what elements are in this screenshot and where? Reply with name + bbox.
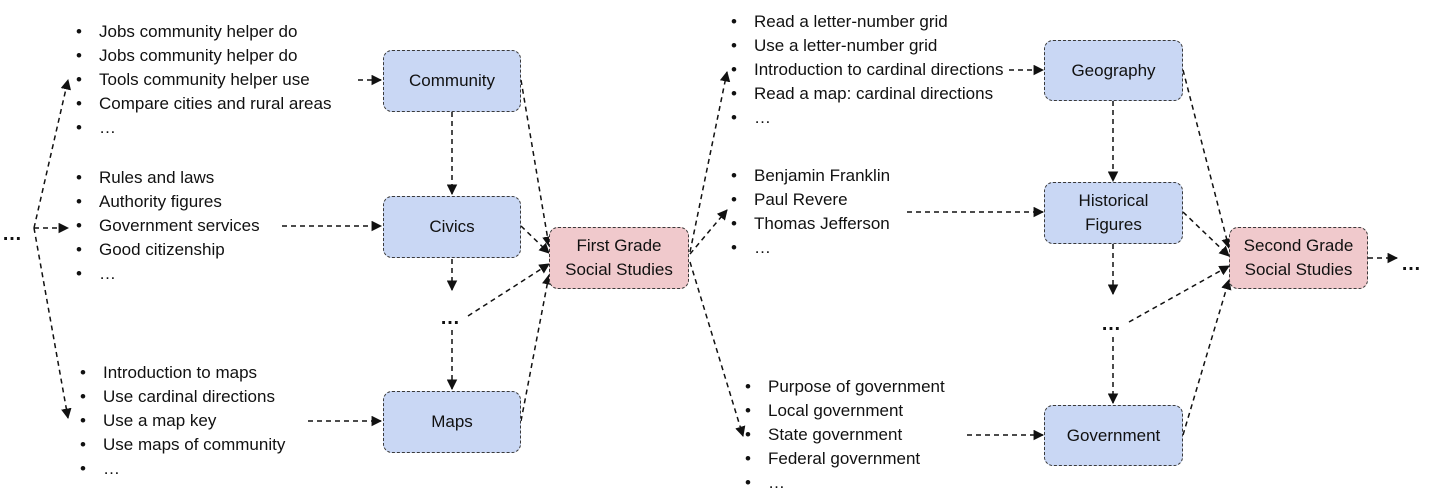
list-item: Use cardinal directions bbox=[78, 385, 285, 409]
government-topic-list: Purpose of government Local government S… bbox=[743, 375, 945, 495]
list-item: Read a letter-number grid bbox=[729, 10, 1003, 34]
civics-topic-list: Rules and laws Authority figures Governm… bbox=[74, 166, 260, 286]
arrow-geography-to-second-grade bbox=[1182, 69, 1232, 250]
arrow-ellipsis-to-first-grade bbox=[467, 263, 550, 317]
list-item: … bbox=[729, 106, 1003, 130]
list-item: Benjamin Franklin bbox=[729, 164, 890, 188]
historical-figures-node: Historical Figures bbox=[1044, 182, 1183, 244]
second-grade-node-label: Second Grade Social Studies bbox=[1243, 236, 1354, 279]
government-node-label: Government bbox=[1066, 425, 1161, 445]
list-item: … bbox=[729, 236, 890, 260]
arrow-first-grade-to-government-list bbox=[689, 261, 746, 438]
maps-node: Maps bbox=[383, 391, 521, 453]
list-item: … bbox=[78, 457, 285, 481]
list-item: Introduction to cardinal directions bbox=[729, 58, 1003, 82]
geography-topic-list: Read a letter-number grid Use a letter-n… bbox=[729, 10, 1003, 130]
geography-node: Geography bbox=[1044, 40, 1183, 101]
arrow-first-grade-to-geography-list bbox=[689, 70, 731, 253]
list-item: Good citizenship bbox=[74, 238, 260, 262]
left-ellipsis: … bbox=[2, 223, 22, 245]
arrow-left-to-community-list bbox=[33, 78, 72, 229]
list-item: Tools community helper use bbox=[74, 68, 331, 92]
arrow-first-grade-to-figures-list bbox=[689, 209, 728, 255]
first-grade-middle-ellipsis: … bbox=[440, 307, 460, 329]
government-node: Government bbox=[1044, 405, 1183, 466]
list-item: Use a map key bbox=[78, 409, 285, 433]
geography-node-label: Geography bbox=[1071, 60, 1156, 80]
list-item: Authority figures bbox=[74, 190, 260, 214]
list-item: Jobs community helper do bbox=[74, 20, 331, 44]
maps-topic-list: Introduction to maps Use cardinal direct… bbox=[78, 361, 285, 481]
second-grade-middle-ellipsis: … bbox=[1101, 313, 1121, 335]
list-item: Introduction to maps bbox=[78, 361, 285, 385]
arrow-government-to-second-grade bbox=[1182, 278, 1232, 436]
community-node-label: Community bbox=[409, 71, 495, 90]
list-item: State government bbox=[743, 423, 945, 447]
list-item: Local government bbox=[743, 399, 945, 423]
list-item: Jobs community helper do bbox=[74, 44, 331, 68]
list-item: Use a letter-number grid bbox=[729, 34, 1003, 58]
list-item: … bbox=[743, 471, 945, 495]
civics-node: Civics bbox=[383, 196, 521, 258]
list-item: Rules and laws bbox=[74, 166, 260, 190]
first-grade-node-label: First Grade Social Studies bbox=[565, 236, 673, 279]
arrow-community-to-first-grade bbox=[520, 79, 553, 248]
community-node: Community bbox=[383, 50, 521, 112]
arrow-left-to-maps-list bbox=[33, 227, 72, 420]
list-item: Thomas Jefferson bbox=[729, 212, 890, 236]
civics-node-label: Civics bbox=[429, 217, 475, 236]
right-ellipsis: … bbox=[1401, 253, 1421, 275]
arrow-ellipsis-to-second-grade bbox=[1128, 265, 1230, 323]
list-item: Read a map: cardinal directions bbox=[729, 82, 1003, 106]
list-item: Use maps of community bbox=[78, 433, 285, 457]
list-item: … bbox=[74, 262, 260, 286]
arrow-civics-to-first-grade bbox=[520, 225, 550, 254]
second-grade-node: Second Grade Social Studies bbox=[1229, 227, 1368, 289]
community-topic-list: Jobs community helper do Jobs community … bbox=[74, 20, 331, 140]
historical-figures-topic-list: Benjamin Franklin Paul Revere Thomas Jef… bbox=[729, 164, 890, 260]
list-item: Paul Revere bbox=[729, 188, 890, 212]
list-item: Federal government bbox=[743, 447, 945, 471]
list-item: … bbox=[74, 116, 331, 140]
maps-node-label: Maps bbox=[431, 412, 473, 431]
historical-figures-node-label: Historical Figures bbox=[1078, 191, 1149, 234]
first-grade-node: First Grade Social Studies bbox=[549, 227, 689, 289]
list-item: Purpose of government bbox=[743, 375, 945, 399]
list-item: Government services bbox=[74, 214, 260, 238]
arrow-figures-to-second-grade bbox=[1182, 211, 1230, 257]
arrow-maps-to-first-grade bbox=[520, 273, 553, 422]
list-item: Compare cities and rural areas bbox=[74, 92, 331, 116]
